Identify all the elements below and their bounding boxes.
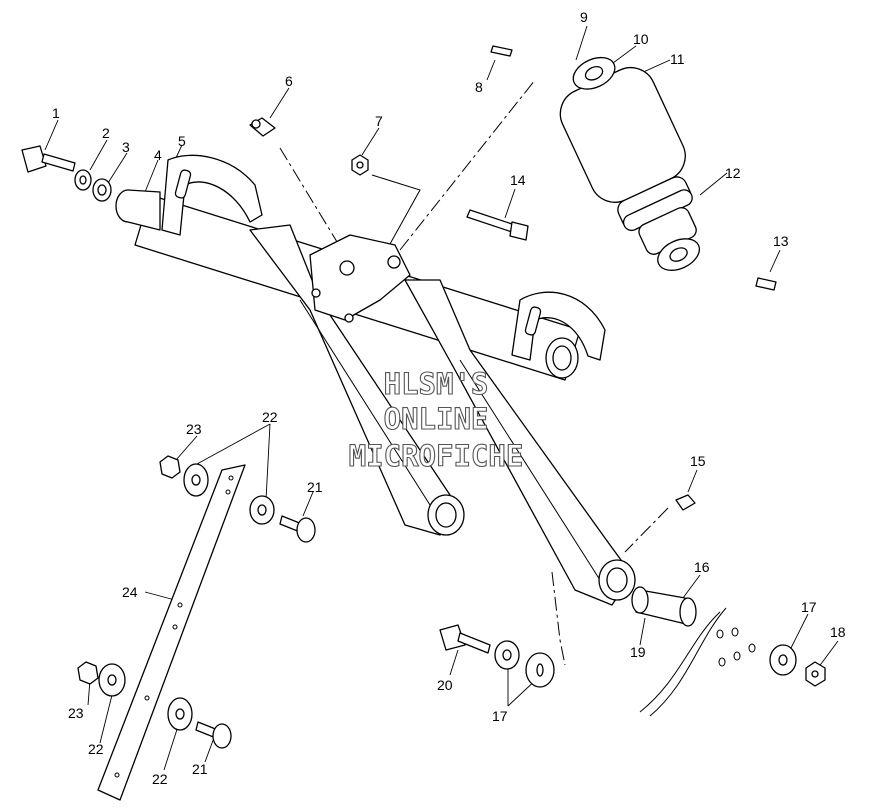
watermark-line-3: MICROFICHE bbox=[349, 439, 524, 473]
callout-16: 16 bbox=[694, 559, 710, 575]
watermark: HLSM'S ONLINE MICROFICHE bbox=[348, 366, 524, 473]
callout-22-lower-left: 22 bbox=[88, 741, 104, 757]
callout-7: 7 bbox=[375, 113, 383, 129]
callout-19: 19 bbox=[630, 644, 646, 660]
callout-5: 5 bbox=[178, 133, 186, 149]
callout-17-right: 17 bbox=[801, 599, 817, 615]
callout-3: 3 bbox=[122, 139, 130, 155]
watermark-line-1: HLSM'S bbox=[384, 367, 489, 401]
callout-22-upper: 22 bbox=[262, 409, 278, 425]
callout-22-lower-middle: 22 bbox=[152, 771, 168, 787]
callout-8: 8 bbox=[475, 79, 483, 95]
callout-6: 6 bbox=[285, 73, 293, 89]
callout-23-lower: 23 bbox=[68, 705, 84, 721]
watermark-line-2: ONLINE bbox=[384, 402, 489, 436]
callout-24: 24 bbox=[122, 584, 138, 600]
callout-12: 12 bbox=[725, 165, 741, 181]
callout-10: 10 bbox=[633, 31, 649, 47]
callout-20: 20 bbox=[437, 677, 453, 693]
callout-4: 4 bbox=[154, 147, 162, 163]
callout-18: 18 bbox=[830, 624, 846, 640]
callout-23-upper: 23 bbox=[186, 421, 202, 437]
callout-13: 13 bbox=[773, 233, 789, 249]
callout-1: 1 bbox=[52, 105, 60, 121]
callout-labels: 1 2 3 4 5 6 7 8 9 10 11 12 13 14 15 16 1… bbox=[52, 9, 846, 787]
callout-9: 9 bbox=[580, 9, 588, 25]
callout-15: 15 bbox=[690, 453, 706, 469]
callout-17-left: 17 bbox=[492, 708, 508, 724]
callout-11: 11 bbox=[670, 51, 685, 67]
small-parts bbox=[21, 45, 826, 801]
swing-arm-assembly bbox=[115, 154, 636, 606]
callout-21-lower: 21 bbox=[192, 761, 208, 777]
leader-lines bbox=[44, 25, 839, 771]
callout-2: 2 bbox=[102, 125, 110, 141]
callout-14: 14 bbox=[510, 172, 526, 188]
callout-21-upper: 21 bbox=[307, 479, 323, 495]
shock-absorber bbox=[559, 56, 701, 271]
